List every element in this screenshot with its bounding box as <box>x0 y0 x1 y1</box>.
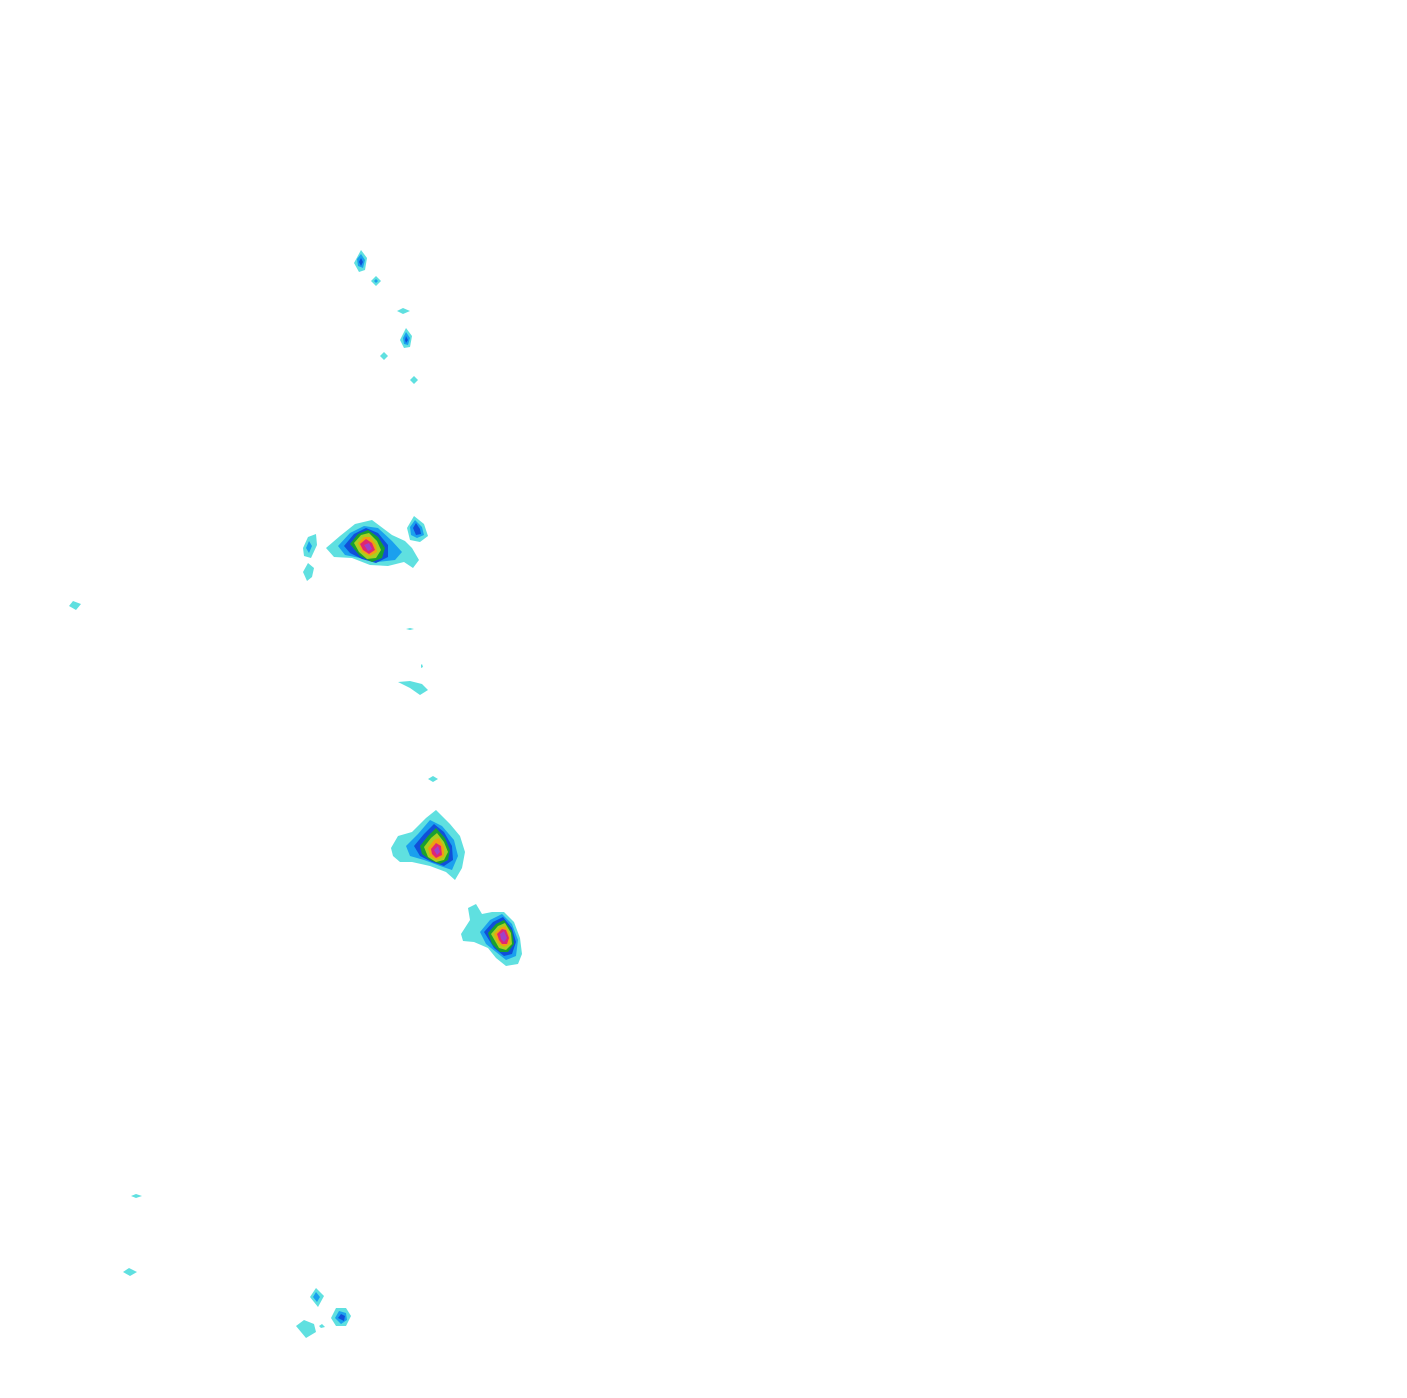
contour-level-1 <box>303 563 314 581</box>
contour-level-3 <box>359 258 363 266</box>
cell-north-2 <box>371 276 381 286</box>
contour-level-1 <box>319 1324 325 1328</box>
contour-level-1 <box>397 308 410 314</box>
cell-north-3 <box>397 308 410 314</box>
cell-sw-3 <box>310 1288 324 1307</box>
contour-level-8 <box>500 931 507 942</box>
contour-level-1 <box>421 664 423 668</box>
contour-level-3 <box>338 1314 345 1321</box>
cell-central-main <box>326 520 419 568</box>
cell-central-west-1 <box>303 534 317 558</box>
contour-level-1 <box>410 376 418 384</box>
contour-level-1 <box>380 352 388 360</box>
contour-level-1 <box>406 628 414 630</box>
cell-central-east <box>407 516 428 542</box>
contour-level-3 <box>405 336 408 343</box>
cell-mid-2 <box>421 664 423 668</box>
cell-sw-4 <box>331 1308 351 1326</box>
contour-level-1 <box>123 1268 137 1276</box>
cell-sw-2 <box>123 1268 137 1276</box>
contour-level-2 <box>374 279 378 283</box>
contour-level-1 <box>296 1320 316 1338</box>
cell-north-4 <box>400 328 412 348</box>
contour-level-8 <box>434 846 440 855</box>
contour-level-1 <box>398 681 428 695</box>
contour-level-8 <box>364 543 372 551</box>
cell-south-main <box>391 810 465 880</box>
cell-sw-1 <box>131 1194 142 1198</box>
cell-sw-5 <box>296 1320 325 1338</box>
cell-mid-1 <box>406 628 414 630</box>
cell-north-5 <box>380 352 388 360</box>
contour-level-1 <box>428 776 438 782</box>
contour-level-2 <box>306 541 312 553</box>
cell-north-1 <box>354 250 367 272</box>
contour-level-3 <box>413 523 421 535</box>
cell-mid-4 <box>428 776 438 782</box>
cell-mid-3 <box>398 681 428 695</box>
contour-level-1 <box>69 601 81 610</box>
cell-central-west-2 <box>303 563 314 581</box>
cell-southeast-main <box>461 904 522 966</box>
contour-level-2 <box>313 1292 320 1302</box>
cell-far-west <box>69 601 81 610</box>
cell-north-6 <box>410 376 418 384</box>
contour-level-1 <box>131 1194 142 1198</box>
